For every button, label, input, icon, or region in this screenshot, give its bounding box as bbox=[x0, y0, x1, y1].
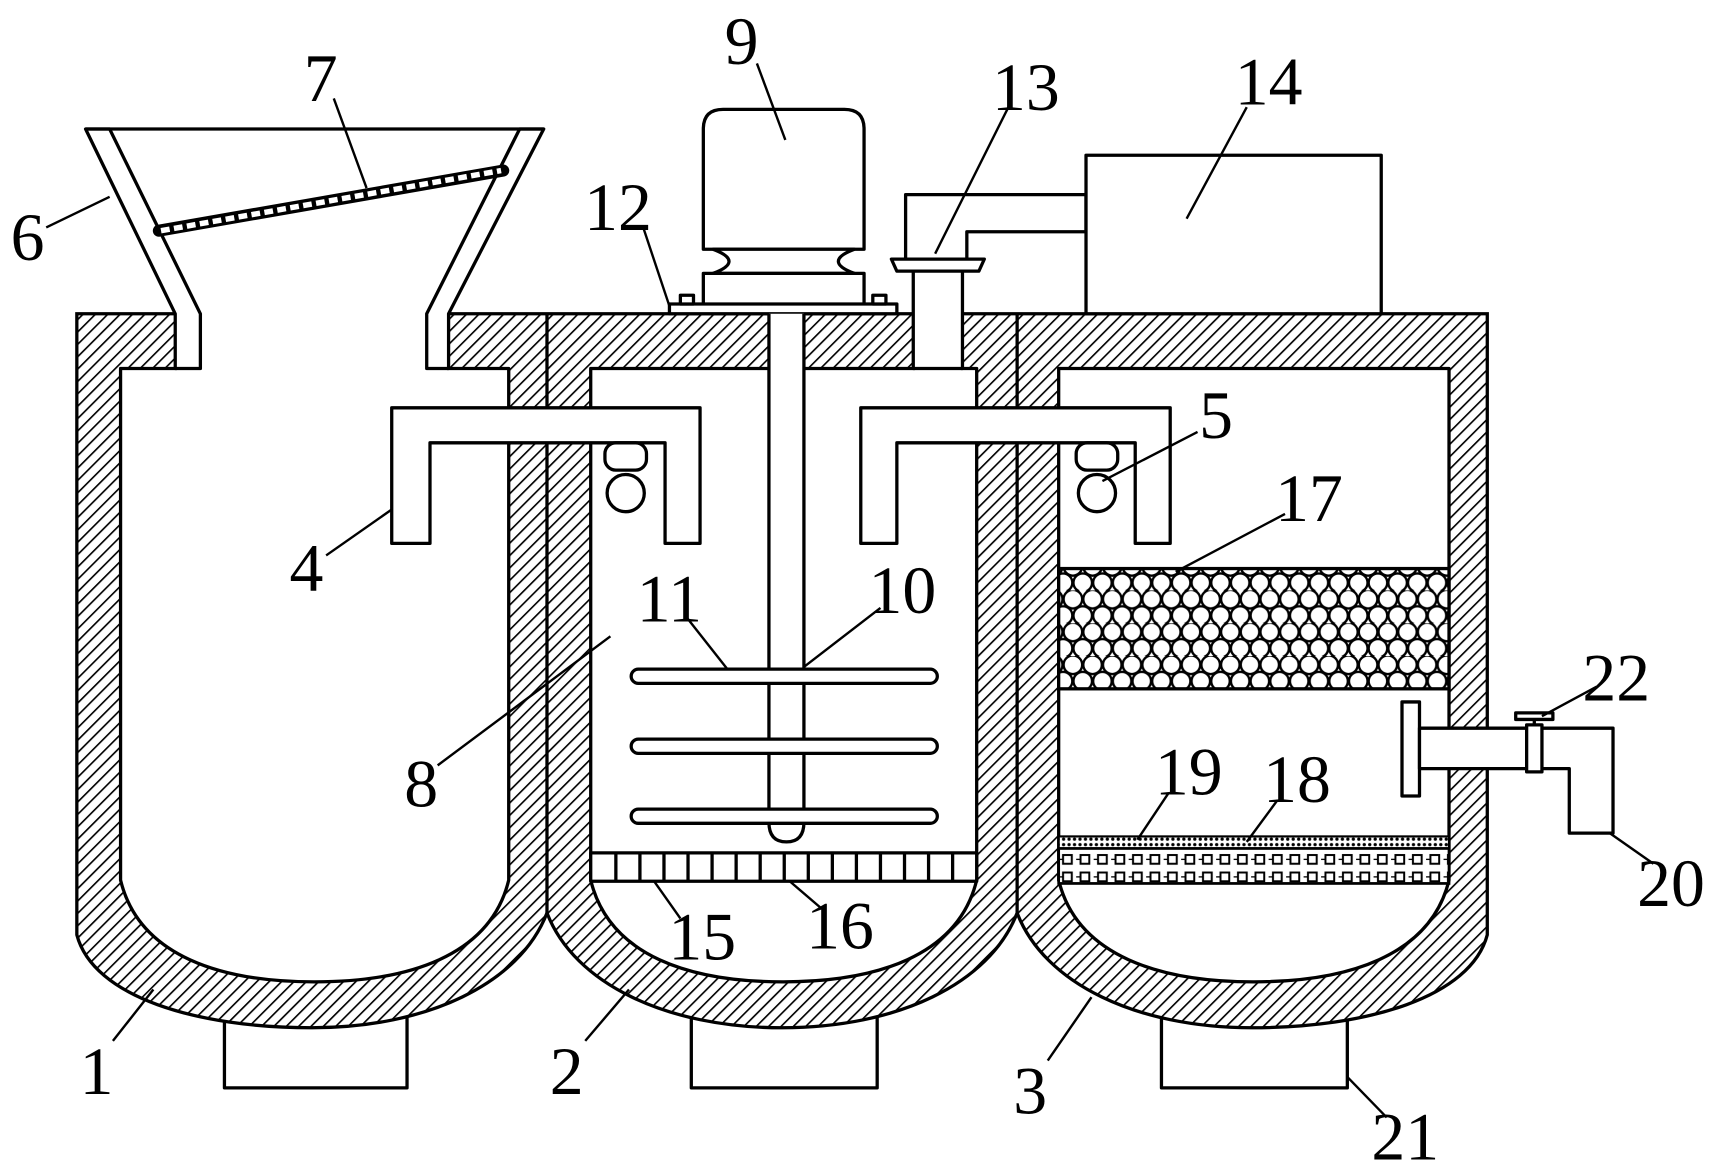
callout-18: 18 bbox=[1263, 742, 1331, 817]
callout-20: 20 bbox=[1637, 846, 1705, 921]
leader-17 bbox=[1175, 512, 1286, 573]
leader-3 bbox=[1046, 996, 1093, 1062]
leader-5 bbox=[1101, 430, 1199, 483]
callout-2: 2 bbox=[550, 1034, 584, 1109]
pipe-flange bbox=[889, 257, 986, 273]
filter-cloth-layer bbox=[1057, 835, 1451, 850]
leader-19 bbox=[1136, 793, 1170, 841]
leader-22 bbox=[1541, 685, 1598, 718]
callout-15: 15 bbox=[668, 900, 736, 975]
leader-12 bbox=[642, 227, 671, 307]
pump-tank-2 bbox=[603, 441, 649, 514]
callout-12: 12 bbox=[584, 170, 652, 245]
leader-21 bbox=[1346, 1076, 1388, 1119]
callout-9: 9 bbox=[725, 4, 759, 79]
motor bbox=[701, 107, 866, 308]
leader-1 bbox=[111, 988, 155, 1042]
perforated-plate bbox=[589, 851, 979, 883]
leader-11 bbox=[685, 617, 729, 670]
stirring-blade bbox=[629, 667, 939, 685]
stirring-shaft bbox=[767, 313, 806, 844]
leader-18 bbox=[1245, 799, 1279, 843]
callout-16: 16 bbox=[806, 889, 874, 964]
outlet-valve bbox=[1514, 711, 1555, 774]
outlet-flange bbox=[1400, 700, 1422, 798]
plate-holes bbox=[614, 852, 955, 882]
callout-22: 22 bbox=[1582, 640, 1650, 715]
hopper-screen bbox=[152, 164, 510, 237]
leader-lines bbox=[45, 62, 1655, 1119]
leader-14 bbox=[1185, 106, 1248, 220]
callout-19: 19 bbox=[1155, 734, 1223, 809]
callout-8: 8 bbox=[404, 746, 438, 821]
equipment-box bbox=[1084, 153, 1383, 316]
callout-11: 11 bbox=[637, 562, 702, 637]
adsorption-layer bbox=[1057, 847, 1451, 885]
leader-6 bbox=[45, 195, 111, 229]
leader-2 bbox=[584, 988, 630, 1042]
callout-3: 3 bbox=[1013, 1054, 1047, 1129]
leader-8 bbox=[436, 635, 612, 767]
leader-10 bbox=[803, 606, 882, 668]
leader-20 bbox=[1609, 832, 1655, 865]
callout-labels: 1 2 3 4 5 6 7 8 9 10 11 12 13 14 15 16 1… bbox=[11, 4, 1705, 1171]
outlet-pipe bbox=[1417, 726, 1615, 835]
leader-15 bbox=[653, 880, 682, 920]
leader-4 bbox=[325, 508, 393, 557]
leader-16 bbox=[788, 880, 822, 909]
leader-9 bbox=[755, 62, 787, 141]
gas-pipe bbox=[903, 192, 1088, 261]
callout-5: 5 bbox=[1199, 378, 1233, 453]
leader-7 bbox=[332, 97, 368, 189]
callout-6: 6 bbox=[11, 200, 45, 275]
callout-1: 1 bbox=[80, 1034, 114, 1109]
pipe-lower-section bbox=[911, 269, 965, 371]
callout-10: 10 bbox=[868, 553, 936, 628]
filter-layer bbox=[1057, 566, 1451, 691]
callout-13: 13 bbox=[992, 50, 1060, 125]
callout-21: 21 bbox=[1371, 1100, 1439, 1171]
callout-7: 7 bbox=[304, 41, 338, 116]
pump-tank-3 bbox=[1074, 441, 1120, 514]
leader-13 bbox=[934, 106, 1010, 255]
callout-14: 14 bbox=[1235, 45, 1303, 120]
callout-17: 17 bbox=[1275, 461, 1343, 536]
hopper-opening bbox=[176, 309, 447, 371]
tank-1-cavity bbox=[118, 366, 511, 984]
stirring-blade bbox=[629, 737, 939, 755]
callout-4: 4 bbox=[289, 531, 323, 606]
stirring-blade bbox=[629, 807, 939, 825]
